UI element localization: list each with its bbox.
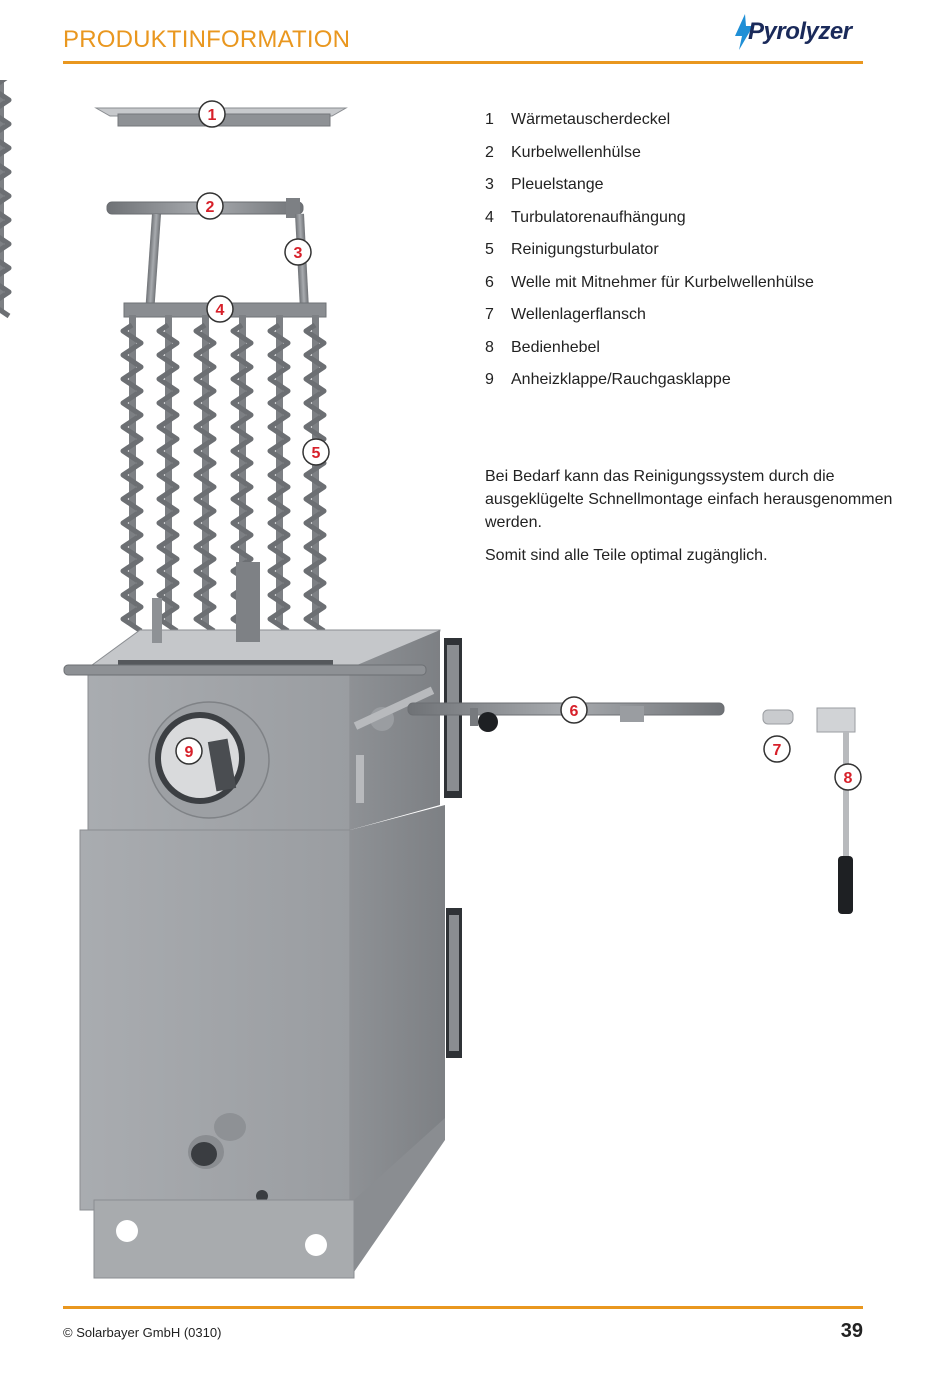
part-label: Kurbelwellenhülse xyxy=(511,143,641,161)
logo-text: Pyrolyzer xyxy=(748,18,852,45)
page-number: 39 xyxy=(840,1320,863,1342)
svg-text:1: 1 xyxy=(208,107,217,124)
callout-5: 5 xyxy=(302,438,330,466)
part-label: Pleuelstange xyxy=(511,176,604,193)
svg-text:8: 8 xyxy=(844,770,853,787)
callout-2: 2 xyxy=(196,192,224,220)
part-label: Turbulatorenaufhängung xyxy=(511,208,686,226)
callout-1: 1 xyxy=(198,100,226,128)
callout-9: 9 xyxy=(175,737,203,765)
svg-text:4: 4 xyxy=(216,302,225,319)
footer-divider xyxy=(63,1306,863,1309)
footer-copyright: © Solarbayer GmbH (0310) xyxy=(63,1325,222,1340)
boiler-exploded-illustration: 1 2 3 4 5 6 7 8 9 xyxy=(0,80,862,1279)
part-label: Wärmetauscherdeckel xyxy=(511,111,671,128)
svg-text:2: 2 xyxy=(206,199,215,216)
part-label: Anheizklappe/Rauchgasklappe xyxy=(511,371,731,388)
droplet-icon xyxy=(735,14,753,50)
cleaning-turbulators xyxy=(0,80,324,631)
description-paragraph: Somit sind alle Teile optimal zugänglich… xyxy=(485,547,768,564)
operating-lever xyxy=(816,707,856,914)
part-label: Welle mit Mitnehmer für Kurbelwellenhüls… xyxy=(511,273,814,291)
callout-6: 6 xyxy=(560,696,588,724)
part-label: Wellenlagerflansch xyxy=(511,306,646,323)
header-divider xyxy=(63,61,863,64)
connecting-rods xyxy=(145,213,309,307)
shaft-bearing-flange xyxy=(762,709,794,725)
callout-7: 7 xyxy=(763,735,791,763)
svg-text:9: 9 xyxy=(185,744,194,761)
callout-4: 4 xyxy=(206,295,234,323)
svg-text:3: 3 xyxy=(294,245,303,262)
part-label: Bedienhebel xyxy=(511,338,600,356)
svg-text:7: 7 xyxy=(773,742,782,759)
description: Bei Bedarf kann das Reinigungssystem dur… xyxy=(485,465,905,577)
pyrolyzer-logo: Pyrolyzer xyxy=(731,12,871,52)
part-label: Reinigungsturbulator xyxy=(511,241,659,258)
callout-3: 3 xyxy=(284,238,312,266)
description-paragraph: Bei Bedarf kann das Reinigungssystem dur… xyxy=(485,468,893,531)
page-title: PRODUKTINFORMATION xyxy=(63,26,351,53)
boiler-body xyxy=(63,562,462,1279)
svg-text:6: 6 xyxy=(570,703,579,720)
svg-text:5: 5 xyxy=(312,445,321,462)
callout-8: 8 xyxy=(834,763,862,791)
